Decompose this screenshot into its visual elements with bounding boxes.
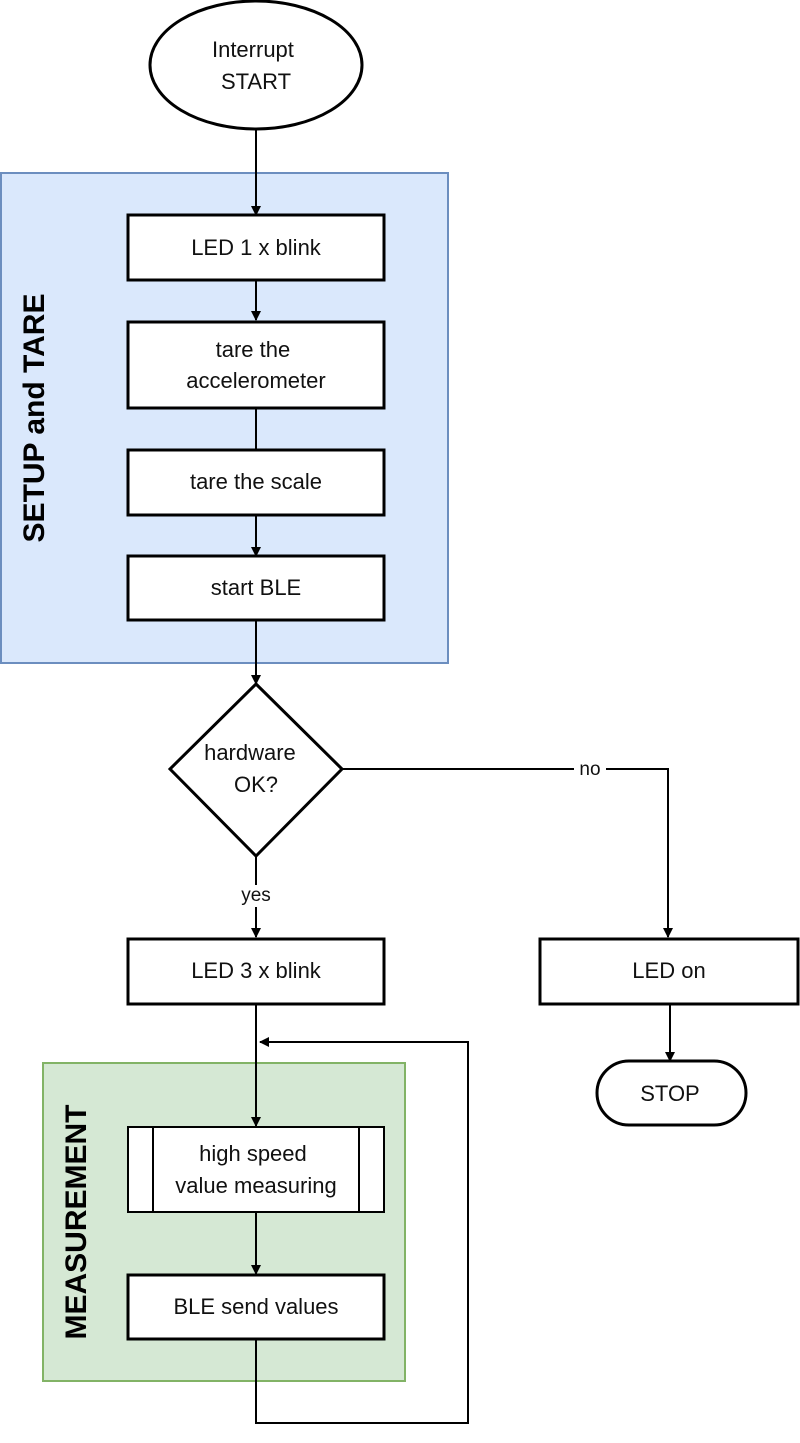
stop-node: STOP — [595, 1059, 748, 1127]
svg-text:hardware OK?: hardware OK? — [204, 740, 302, 797]
led1-label: LED 1 x blink — [191, 235, 322, 260]
decision-diamond — [167, 681, 345, 859]
start-label-line-2: START — [221, 69, 291, 94]
no-label: no — [579, 759, 600, 780]
start-ble-box — [126, 554, 386, 622]
start-node: Interrupt START — [148, 0, 364, 131]
led3-blink-node: LED 3 x blink — [126, 937, 386, 1006]
start-ble-label: start BLE — [211, 575, 301, 600]
led1-process-box — [126, 213, 386, 282]
svg-text:Interrupt START: Interrupt START — [212, 37, 300, 94]
yes-label: yes — [241, 885, 271, 906]
edges — [251, 130, 675, 1424]
edge-labels: no yes — [236, 759, 606, 907]
led1-blink-node: LED 1 x blink — [126, 213, 386, 282]
start-terminal-shape — [148, 0, 364, 131]
stop-terminal-shape — [595, 1059, 748, 1127]
hardware-ok-decision: hardware OK? — [167, 681, 345, 859]
tare-accelerometer-box — [126, 320, 386, 410]
led3-label: LED 3 x blink — [191, 958, 322, 983]
decision-line-2: OK? — [234, 772, 278, 797]
tare-scale-node: tare the scale — [126, 448, 386, 517]
led-on-label: LED on — [632, 958, 705, 983]
start-label-line-1: Interrupt — [212, 37, 294, 62]
tare-accelerometer-line-2: accelerometer — [186, 368, 325, 393]
svg-text:tare the accelerometer: tare the accelerometer — [186, 337, 325, 393]
edge-decision-no-to-led-on — [342, 768, 673, 938]
led3-process-box — [126, 937, 386, 1006]
measuring-line-1: high speed — [199, 1141, 307, 1166]
svg-text:high speed value measuri: high speed value measuring — [175, 1141, 336, 1198]
led-on-node: LED on — [538, 937, 800, 1006]
measuring-subprocess-node: high speed value measuring — [127, 1126, 385, 1213]
tare-scale-box — [126, 448, 386, 517]
tare-accelerometer-node: tare the accelerometer — [126, 320, 386, 410]
decision-line-1: hardware — [204, 740, 296, 765]
tare-accelerometer-line-1: tare the — [216, 337, 291, 362]
no-label-background — [574, 759, 606, 779]
stop-label: STOP — [640, 1081, 700, 1106]
yes-label-background — [236, 885, 276, 907]
ble-send-box — [126, 1273, 386, 1341]
tare-scale-label: tare the scale — [190, 469, 322, 494]
setup-group-label: SETUP and TARE — [18, 294, 51, 543]
measuring-subprocess-box — [127, 1126, 385, 1213]
led-on-box — [538, 937, 800, 1006]
edge-ble-send-loop-back — [255, 1037, 469, 1424]
ble-send-node: BLE send values — [126, 1273, 386, 1341]
measuring-line-2: value measuring — [175, 1173, 336, 1198]
start-ble-node: start BLE — [126, 554, 386, 622]
ble-send-label: BLE send values — [173, 1294, 338, 1319]
measurement-group-label: MEASUREMENT — [60, 1104, 93, 1339]
